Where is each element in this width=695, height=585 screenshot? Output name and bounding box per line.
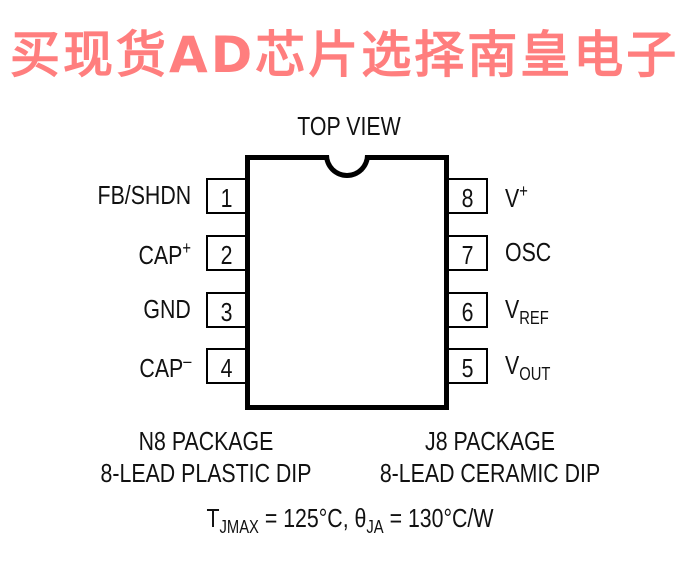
pin-1-label: FB/SHDN: [97, 180, 191, 210]
pin-4-label: CAP–: [138, 351, 191, 383]
watermark: 买现货AD芯片选择南皇电子: [10, 26, 680, 84]
thermal-spec: TJMAX = 125°C, θJA = 130°C/W: [206, 503, 494, 537]
pin-number: 8: [461, 183, 474, 213]
pin-8: 8: [449, 178, 488, 214]
pin-number: 4: [220, 353, 233, 383]
pin-3-label: GND: [143, 294, 191, 324]
pin-number: 2: [220, 240, 233, 270]
pin-6-label: VREF: [505, 294, 549, 328]
pin-4: 4: [206, 348, 245, 384]
pin-3: 3: [206, 292, 245, 328]
pin-7: 7: [449, 235, 488, 271]
pin-number: 1: [220, 183, 233, 213]
pin-7-label: OSC: [505, 237, 552, 267]
top-view-label: TOP VIEW: [297, 111, 401, 141]
chip-body: [245, 155, 449, 410]
n8-package-desc: 8-LEAD PLASTIC DIP: [100, 458, 312, 488]
j8-package-desc: 8-LEAD CERAMIC DIP: [379, 458, 601, 488]
pin-number: 5: [461, 353, 474, 383]
pin-6: 6: [449, 292, 488, 328]
pin-5-label: VOUT: [505, 350, 551, 384]
n8-package-label: N8 PACKAGE: [138, 426, 274, 456]
pin-1: 1: [206, 178, 245, 214]
pin-number: 7: [461, 240, 474, 270]
pin-number: 6: [461, 297, 474, 327]
pin-2-label: CAP+: [138, 238, 191, 270]
pin-5: 5: [449, 348, 488, 384]
pin-8-label: V+: [505, 181, 528, 213]
pin-number: 3: [220, 297, 233, 327]
pin-2: 2: [206, 235, 245, 271]
j8-package-label: J8 PACKAGE: [425, 426, 555, 456]
